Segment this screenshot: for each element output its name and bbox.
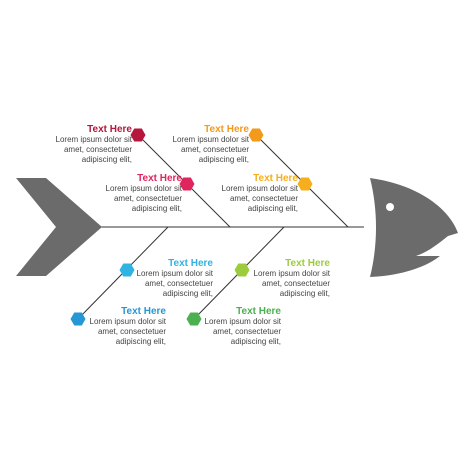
cause-4-title: Text Here: [253, 173, 298, 184]
hexagon-marker-1: [130, 128, 146, 142]
cause-6-text: Lorem ipsum dolor sit amet, consectetuer…: [253, 269, 330, 298]
cause-5-text: Lorem ipsum dolor sit amet, consectetuer…: [136, 269, 213, 298]
cause-2-label: Text Here Lorem ipsum dolor sit amet, co…: [129, 124, 249, 165]
cause-7-title: Text Here: [121, 306, 166, 317]
hexagon-marker-8: [186, 312, 202, 326]
hexagon-marker-6: [234, 263, 250, 277]
cause-6-label: Text Here Lorem ipsum dolor sit amet, co…: [210, 258, 330, 299]
hexagon-marker-7: [70, 312, 86, 326]
hexagon-marker-5: [119, 263, 135, 277]
fish-eye: [386, 203, 394, 211]
cause-8-label: Text Here Lorem ipsum dolor sit amet, co…: [161, 306, 281, 347]
fish-head: [370, 178, 458, 277]
cause-4-text: Lorem ipsum dolor sit amet, consectetuer…: [221, 184, 298, 213]
cause-8-text: Lorem ipsum dolor sit amet, consectetuer…: [204, 317, 281, 346]
cause-3-text: Lorem ipsum dolor sit amet, consectetuer…: [105, 184, 182, 213]
cause-2-title: Text Here: [204, 124, 249, 135]
cause-6-title: Text Here: [285, 258, 330, 269]
cause-3-title: Text Here: [137, 173, 182, 184]
cause-7-text: Lorem ipsum dolor sit amet, consectetuer…: [89, 317, 166, 346]
cause-5-label: Text Here Lorem ipsum dolor sit amet, co…: [93, 258, 213, 299]
cause-1-label: Text Here Lorem ipsum dolor sit amet, co…: [12, 124, 132, 165]
cause-1-title: Text Here: [87, 124, 132, 135]
cause-1-text: Lorem ipsum dolor sit amet, consectetuer…: [55, 135, 132, 164]
cause-7-label: Text Here Lorem ipsum dolor sit amet, co…: [46, 306, 166, 347]
fish-tail: [16, 178, 102, 276]
hexagon-marker-3: [179, 177, 195, 191]
cause-2-text: Lorem ipsum dolor sit amet, consectetuer…: [172, 135, 249, 164]
cause-5-title: Text Here: [168, 258, 213, 269]
hexagon-marker-2: [248, 128, 264, 142]
hexagon-marker-4: [297, 177, 313, 191]
cause-4-label: Text Here Lorem ipsum dolor sit amet, co…: [178, 173, 298, 214]
cause-3-label: Text Here Lorem ipsum dolor sit amet, co…: [62, 173, 182, 214]
cause-8-title: Text Here: [236, 306, 281, 317]
